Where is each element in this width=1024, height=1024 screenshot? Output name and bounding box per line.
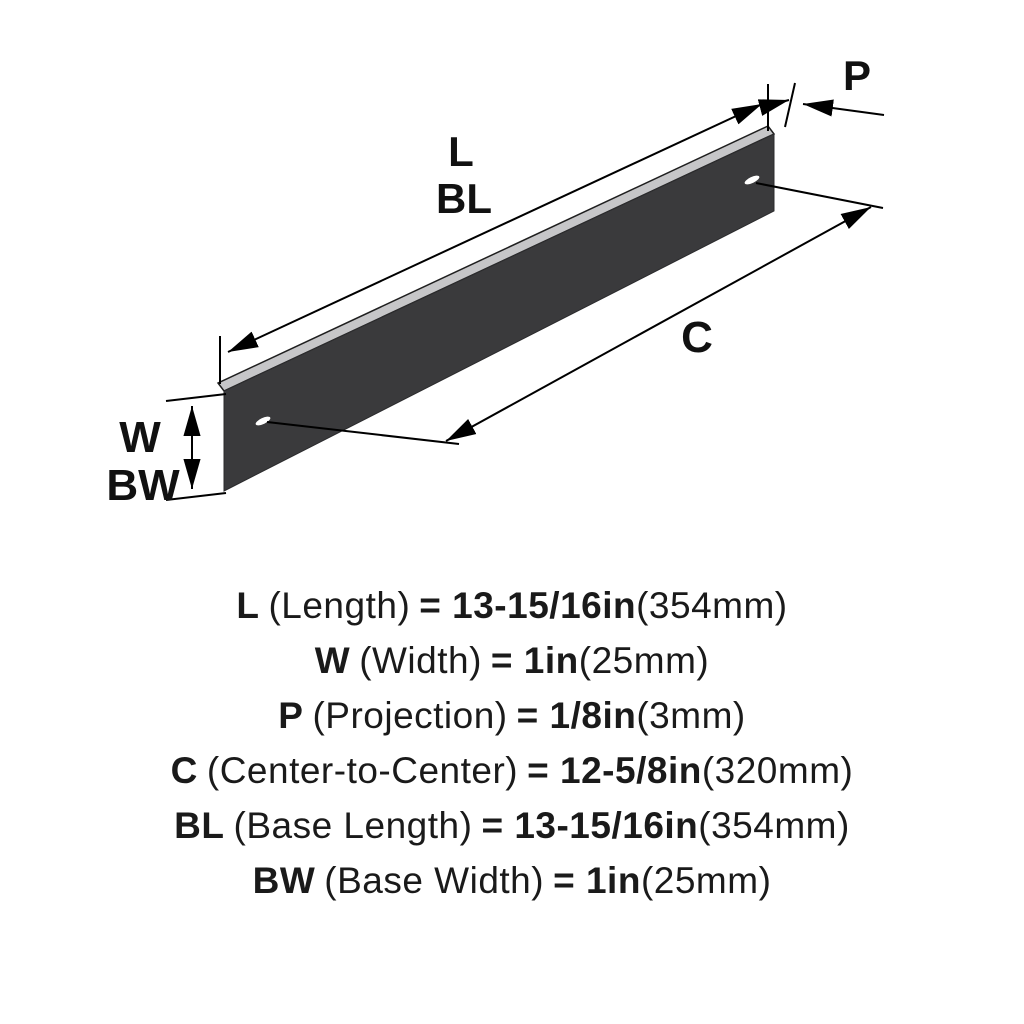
width-tick-bottom [165,492,227,501]
projection-arrow-outer [802,99,885,117]
legend-metric: (25mm) [578,640,710,681]
legend-symbol: C [170,750,198,791]
legend-metric: (354mm) [698,805,850,846]
legend-name: (Center-to-Center) [206,750,519,791]
legend-value: = 1in [490,640,579,681]
legend-value: = 13-15/16in [419,585,637,626]
legend-row-base-length: BL(Base Length)= 13-15/16in(354mm) [0,798,1024,853]
base-length-label: BL [436,175,492,222]
legend-row-center-to-center: C(Center-to-Center)= 12-5/8in(320mm) [0,743,1024,798]
legend-metric: (25mm) [640,860,772,901]
base-width-label: BW [106,461,180,510]
legend-symbol: BW [252,860,316,901]
legend-value: = 1in [553,860,641,901]
projection-arrow-inner [757,99,790,116]
legend-name: (Length) [268,585,411,626]
projection-tick [784,82,796,128]
legend-name: (Projection) [312,695,508,736]
legend-name: (Base Width) [324,860,545,901]
mounting-hole-left [255,416,271,426]
center-dimension-arrow [445,206,872,442]
legend-symbol: L [236,585,260,626]
projection-label: P [843,52,871,99]
legend-value: = 1/8in [516,695,637,736]
legend-value: = 13-15/16in [481,805,699,846]
legend-row-length: L(Length)= 13-15/16in(354mm) [0,578,1024,633]
legend-name: (Base Length) [233,805,473,846]
center-leader-left [266,421,460,445]
width-tick-top [165,393,227,402]
length-label: L [448,128,474,175]
legend-value: = 12-5/8in [527,750,702,791]
width-label: W [119,413,161,462]
dimension-legend: L(Length)= 13-15/16in(354mm) W(Width)= 1… [0,578,1024,908]
legend-symbol: W [314,640,351,681]
legend-row-width: W(Width)= 1in(25mm) [0,633,1024,688]
legend-symbol: BL [174,805,225,846]
legend-name: (Width) [359,640,482,681]
legend-row-base-width: BW(Base Width)= 1in(25mm) [0,853,1024,908]
legend-metric: (354mm) [636,585,788,626]
center-leader-right [755,182,884,209]
legend-row-projection: P(Projection)= 1/8in(3mm) [0,688,1024,743]
legend-metric: (320mm) [701,750,854,791]
legend-metric: (3mm) [636,695,746,736]
center-to-center-label: C [681,313,713,362]
legend-symbol: P [278,695,304,736]
